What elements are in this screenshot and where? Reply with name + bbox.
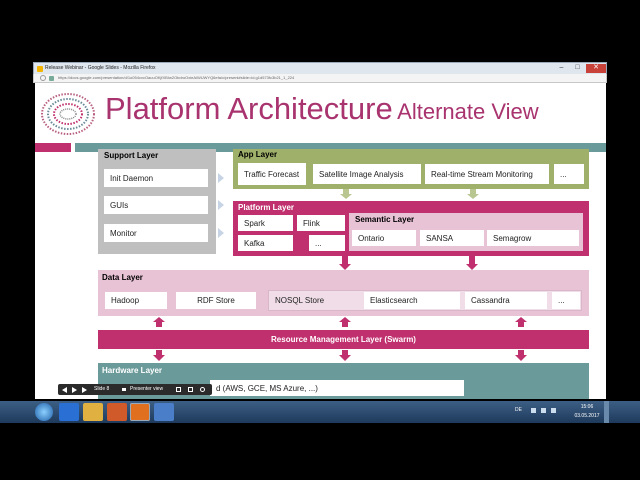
support-item-init-daemon: Init Daemon <box>104 169 208 187</box>
media-player-icon[interactable] <box>107 403 127 421</box>
data-item-hadoop: Hadoop <box>105 292 167 309</box>
app-layer-title: App Layer <box>238 150 278 159</box>
volume-icon[interactable] <box>551 408 556 413</box>
tray-icon[interactable] <box>531 408 536 413</box>
nosql-group: NOSQL Store Elasticsearch Cassandra ... <box>268 290 582 311</box>
data-item-cassandra: Cassandra <box>465 292 547 309</box>
arrow-up-icon <box>515 317 527 327</box>
explorer-icon[interactable] <box>83 403 103 421</box>
logo-icon <box>41 93 95 135</box>
play-icon[interactable] <box>72 387 77 393</box>
arrow-down-icon <box>339 256 351 270</box>
presenter-toolbar: Slide 8 Presenter view <box>58 384 212 395</box>
window-titlebar: Release Webinar - Google Slides - Mozill… <box>33 62 607 74</box>
windows-taskbar: DE 15:06 03.05.2017 <box>0 401 640 423</box>
support-item-guis: GUIs <box>104 196 208 214</box>
start-button[interactable] <box>35 403 53 421</box>
semantic-item-sansa: SANSA <box>420 230 484 246</box>
arrow-down-icon <box>466 256 478 270</box>
arrow-up-icon <box>339 317 351 327</box>
title-accent-bar <box>35 143 71 152</box>
app-item-satellite-image-analysis: Satellite Image Analysis <box>313 164 421 184</box>
platform-item-flink: Flink <box>297 215 345 231</box>
present-menu-icon[interactable] <box>122 388 126 391</box>
arrow-down-icon <box>467 189 479 199</box>
data-item-rdf-store: RDF Store <box>176 292 256 309</box>
arrow-right-icon <box>218 200 224 210</box>
platform-layer: Platform Layer Spark Flink Kafka ... Sem… <box>233 201 589 256</box>
slide-selector[interactable]: Slide 8 <box>94 386 110 392</box>
app-item-more: ... <box>554 164 584 184</box>
platform-item-spark: Spark <box>238 215 293 231</box>
ie-icon[interactable] <box>59 403 79 421</box>
arrow-up-icon <box>153 317 165 327</box>
maximize-button[interactable]: □ <box>575 64 580 71</box>
title-sub: Alternate View <box>397 99 539 124</box>
data-layer: Data Layer Hadoop RDF Store NOSQL Store … <box>98 270 589 316</box>
arrow-down-icon <box>339 350 351 362</box>
semantic-item-ontario: Ontario <box>352 230 416 246</box>
minimize-button[interactable]: – <box>559 64 564 71</box>
arrow-right-icon <box>218 173 224 183</box>
support-layer: Support Layer Init Daemon GUIs Monitor <box>98 149 216 254</box>
arrow-right-icon <box>218 228 224 238</box>
close-button[interactable]: ✕ <box>586 64 606 73</box>
arrow-down-icon <box>153 350 165 362</box>
prev-slide-icon[interactable] <box>62 387 67 393</box>
hardware-layer-title: Hardware Layer <box>102 366 163 375</box>
url-text: https://docs.google.com/presentation/d/1… <box>58 75 295 80</box>
firefox-taskbar-icon[interactable] <box>130 403 150 421</box>
network-icon[interactable] <box>541 408 546 413</box>
app-layer: App Layer Traffic Forecast Satellite Ima… <box>233 149 589 189</box>
slide-canvas: Platform Architecture Alternate View Sup… <box>35 83 606 399</box>
data-item-more: ... <box>552 292 580 309</box>
arrow-down-icon <box>515 350 527 362</box>
title-main: Platform Architecture <box>105 91 393 126</box>
clock-time[interactable]: 15:06 <box>580 404 594 410</box>
semantic-item-semagrow: Semagrow <box>487 230 579 246</box>
semantic-layer-title: Semantic Layer <box>355 215 415 224</box>
support-layer-title: Support Layer <box>104 151 159 160</box>
presenter-view-button[interactable]: Presenter view <box>130 386 164 392</box>
window-title: Release Webinar - Google Slides - Mozill… <box>45 65 156 71</box>
resource-management-layer: Resource Management Layer (Swarm) <box>98 330 589 349</box>
data-item-nosql-store: NOSQL Store <box>275 296 325 305</box>
slide-title: Platform Architecture Alternate View <box>105 91 605 127</box>
app-item-traffic-forecast: Traffic Forecast <box>238 163 306 185</box>
platform-layer-title: Platform Layer <box>238 203 295 212</box>
app-taskbar-icon[interactable] <box>154 403 174 421</box>
platform-item-kafka: Kafka <box>238 235 293 251</box>
back-icon[interactable] <box>40 75 46 81</box>
lock-icon <box>49 76 54 81</box>
data-layer-title: Data Layer <box>102 273 143 282</box>
platform-item-more: ... <box>309 235 345 251</box>
show-desktop-button[interactable] <box>604 401 609 423</box>
address-bar[interactable]: https://docs.google.com/presentation/d/1… <box>33 74 607 83</box>
hardware-item-cloud: d (AWS, GCE, MS Azure, ...) <box>210 380 464 396</box>
firefox-icon <box>37 66 43 72</box>
arrow-down-icon <box>340 189 352 199</box>
next-slide-icon[interactable] <box>82 387 87 393</box>
language-indicator[interactable]: DE <box>515 407 522 413</box>
semantic-layer: Semantic Layer Ontario SANSA Semagrow <box>349 213 583 251</box>
app-item-stream-monitoring: Real-time Stream Monitoring <box>425 164 549 184</box>
gear-icon[interactable] <box>200 387 205 392</box>
clock-date[interactable]: 03.05.2017 <box>574 413 600 419</box>
data-item-elasticsearch: Elasticsearch <box>364 292 460 309</box>
title-teal-bar <box>75 143 606 152</box>
fullscreen-icon[interactable] <box>188 387 193 392</box>
support-item-monitor: Monitor <box>104 224 208 242</box>
pointer-icon[interactable] <box>176 387 181 392</box>
